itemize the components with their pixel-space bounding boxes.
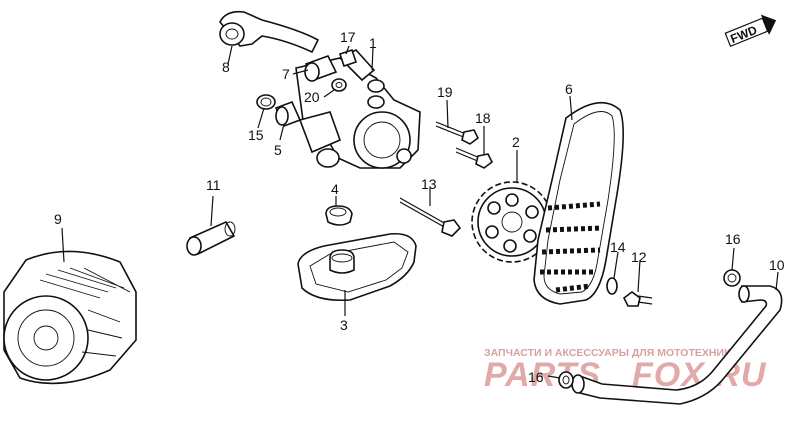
washer-part: [606, 277, 618, 295]
o-ring-16-lower-part: [558, 371, 574, 389]
oil-pipe-10-part: [571, 285, 783, 405]
callout-3: 3: [340, 317, 348, 333]
callout-16-lower: 16: [528, 369, 544, 385]
callout-4: 4: [331, 181, 339, 197]
o-ring-17-part: [331, 78, 347, 92]
collar-5-part: [274, 100, 302, 128]
callout-16-upper: 16: [725, 231, 741, 247]
o-ring-16-upper-part: [723, 269, 741, 287]
pin-part: [338, 48, 358, 68]
callout-8: 8: [222, 59, 230, 75]
callout-13: 13: [421, 176, 437, 192]
callout-6: 6: [565, 81, 573, 97]
bolt-13-part: [399, 197, 462, 237]
callout-7: 7: [282, 66, 290, 82]
bolt-20-part: [435, 121, 480, 145]
callout-11: 11: [206, 177, 221, 193]
seal-part: [325, 205, 353, 226]
watermark-caption: ЗАПЧАСТИ И АКСЕССУАРЫ ДЛЯ МОТОТЕХНИКИ: [484, 347, 738, 359]
leader-lines: [61, 45, 779, 379]
callout-17: 20: [304, 89, 320, 105]
oil-pipe-part: [219, 10, 320, 54]
callout-20: 19: [437, 84, 453, 100]
callout-1: 1: [369, 35, 377, 51]
o-ring-15-part: [256, 94, 276, 110]
pipe-dowel-part: [186, 220, 236, 256]
oil-pump-part: [295, 49, 421, 169]
drive-chain-part: [533, 101, 624, 305]
callout-18: 17: [340, 29, 356, 45]
forward-direction-arrow: FWD: [724, 14, 777, 48]
callout-10: 10: [769, 257, 785, 273]
forward-label: FWD: [728, 23, 759, 46]
callout-14: 14: [610, 239, 626, 255]
callout-2: 2: [512, 134, 520, 150]
bolt-12-part: [622, 291, 653, 307]
bolt-19-part: [455, 147, 494, 169]
callout-12: 12: [631, 249, 647, 265]
oil-strainer-part: [297, 232, 417, 302]
callout-9: 9: [54, 211, 62, 227]
callout-15: 15: [248, 127, 264, 143]
sprocket-part: [471, 181, 553, 263]
collar-part: [304, 55, 338, 82]
callout-19: 18: [475, 110, 491, 126]
callout-labels: 8 7 17 1 20 15 5 4 3 11 9 19 18 13 2 6 1…: [54, 29, 785, 385]
oil-filter-part: [3, 250, 137, 385]
callout-5: 5: [274, 142, 282, 158]
